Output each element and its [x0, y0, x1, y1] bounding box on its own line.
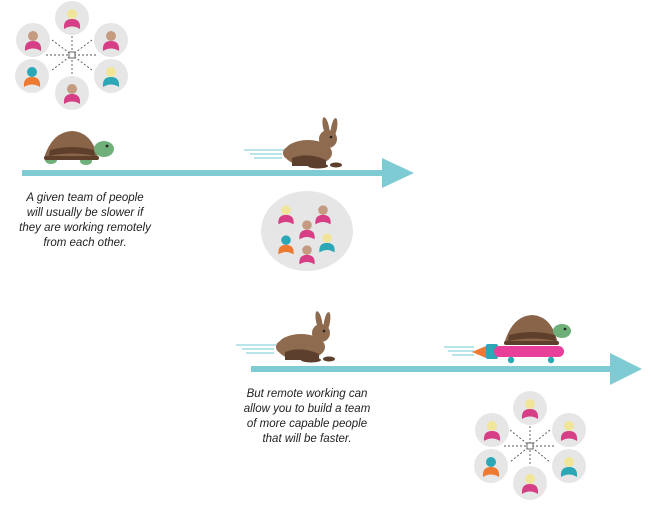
rabbit-icon — [283, 117, 342, 169]
turtle-icon — [44, 131, 114, 165]
person-icon — [319, 233, 335, 253]
caption-line: that will be faster. — [262, 433, 352, 445]
bottom-arrow — [251, 353, 642, 385]
person-icon — [102, 31, 120, 51]
person-bubble — [552, 449, 586, 483]
person-bubble — [552, 413, 586, 447]
person-bubble — [475, 413, 509, 447]
person-icon — [560, 421, 578, 441]
caption-line: from each other. — [43, 237, 127, 249]
person-bubble — [94, 59, 128, 93]
caption-slow-remote-team: A given team of people will usually be s… — [14, 191, 156, 251]
person-icon — [23, 67, 41, 87]
caption-line: A given team of people — [26, 192, 144, 204]
person-icon — [278, 235, 294, 255]
turtle-speed-lines — [444, 346, 474, 356]
person-icon — [521, 474, 539, 494]
rabbit-icon-bottom — [276, 311, 335, 363]
person-bubble — [474, 449, 508, 483]
person-bubble — [513, 391, 547, 425]
caption-line: allow you to build a team — [243, 403, 371, 415]
person-icon — [299, 245, 315, 265]
top-arrow — [22, 158, 414, 188]
caption-line: they are working remotely — [19, 222, 151, 234]
person-bubble — [55, 1, 89, 35]
caption-line: But remote working can — [246, 388, 368, 400]
person-icon — [482, 457, 500, 477]
person-icon — [315, 205, 331, 225]
person-icon — [24, 31, 42, 51]
people-layer — [15, 1, 586, 500]
rabbit-speed-lines-top — [244, 149, 284, 159]
person-icon — [63, 84, 81, 104]
person-icon — [63, 9, 81, 29]
person-icon — [560, 457, 578, 477]
person-icon — [521, 399, 539, 419]
caption-capable-remote-team: But remote working can allow you to buil… — [224, 387, 390, 447]
person-bubble — [55, 76, 89, 110]
person-bubble — [513, 466, 547, 500]
person-bubble — [94, 23, 128, 57]
person-bubble — [15, 59, 49, 93]
caption-line: of more capable people — [246, 418, 368, 430]
person-icon — [483, 421, 501, 441]
person-icon — [278, 205, 294, 225]
remote-team-cluster-icon — [46, 32, 98, 78]
remote-team-cluster-icon-bottom — [504, 422, 556, 470]
caption-line: will usually be slower if — [26, 207, 144, 219]
rabbit-speed-lines-bottom — [236, 344, 276, 354]
person-icon — [102, 67, 120, 87]
person-bubble — [16, 23, 50, 57]
person-icon — [299, 220, 315, 240]
rocket-skateboard-turtle-icon — [472, 315, 571, 364]
